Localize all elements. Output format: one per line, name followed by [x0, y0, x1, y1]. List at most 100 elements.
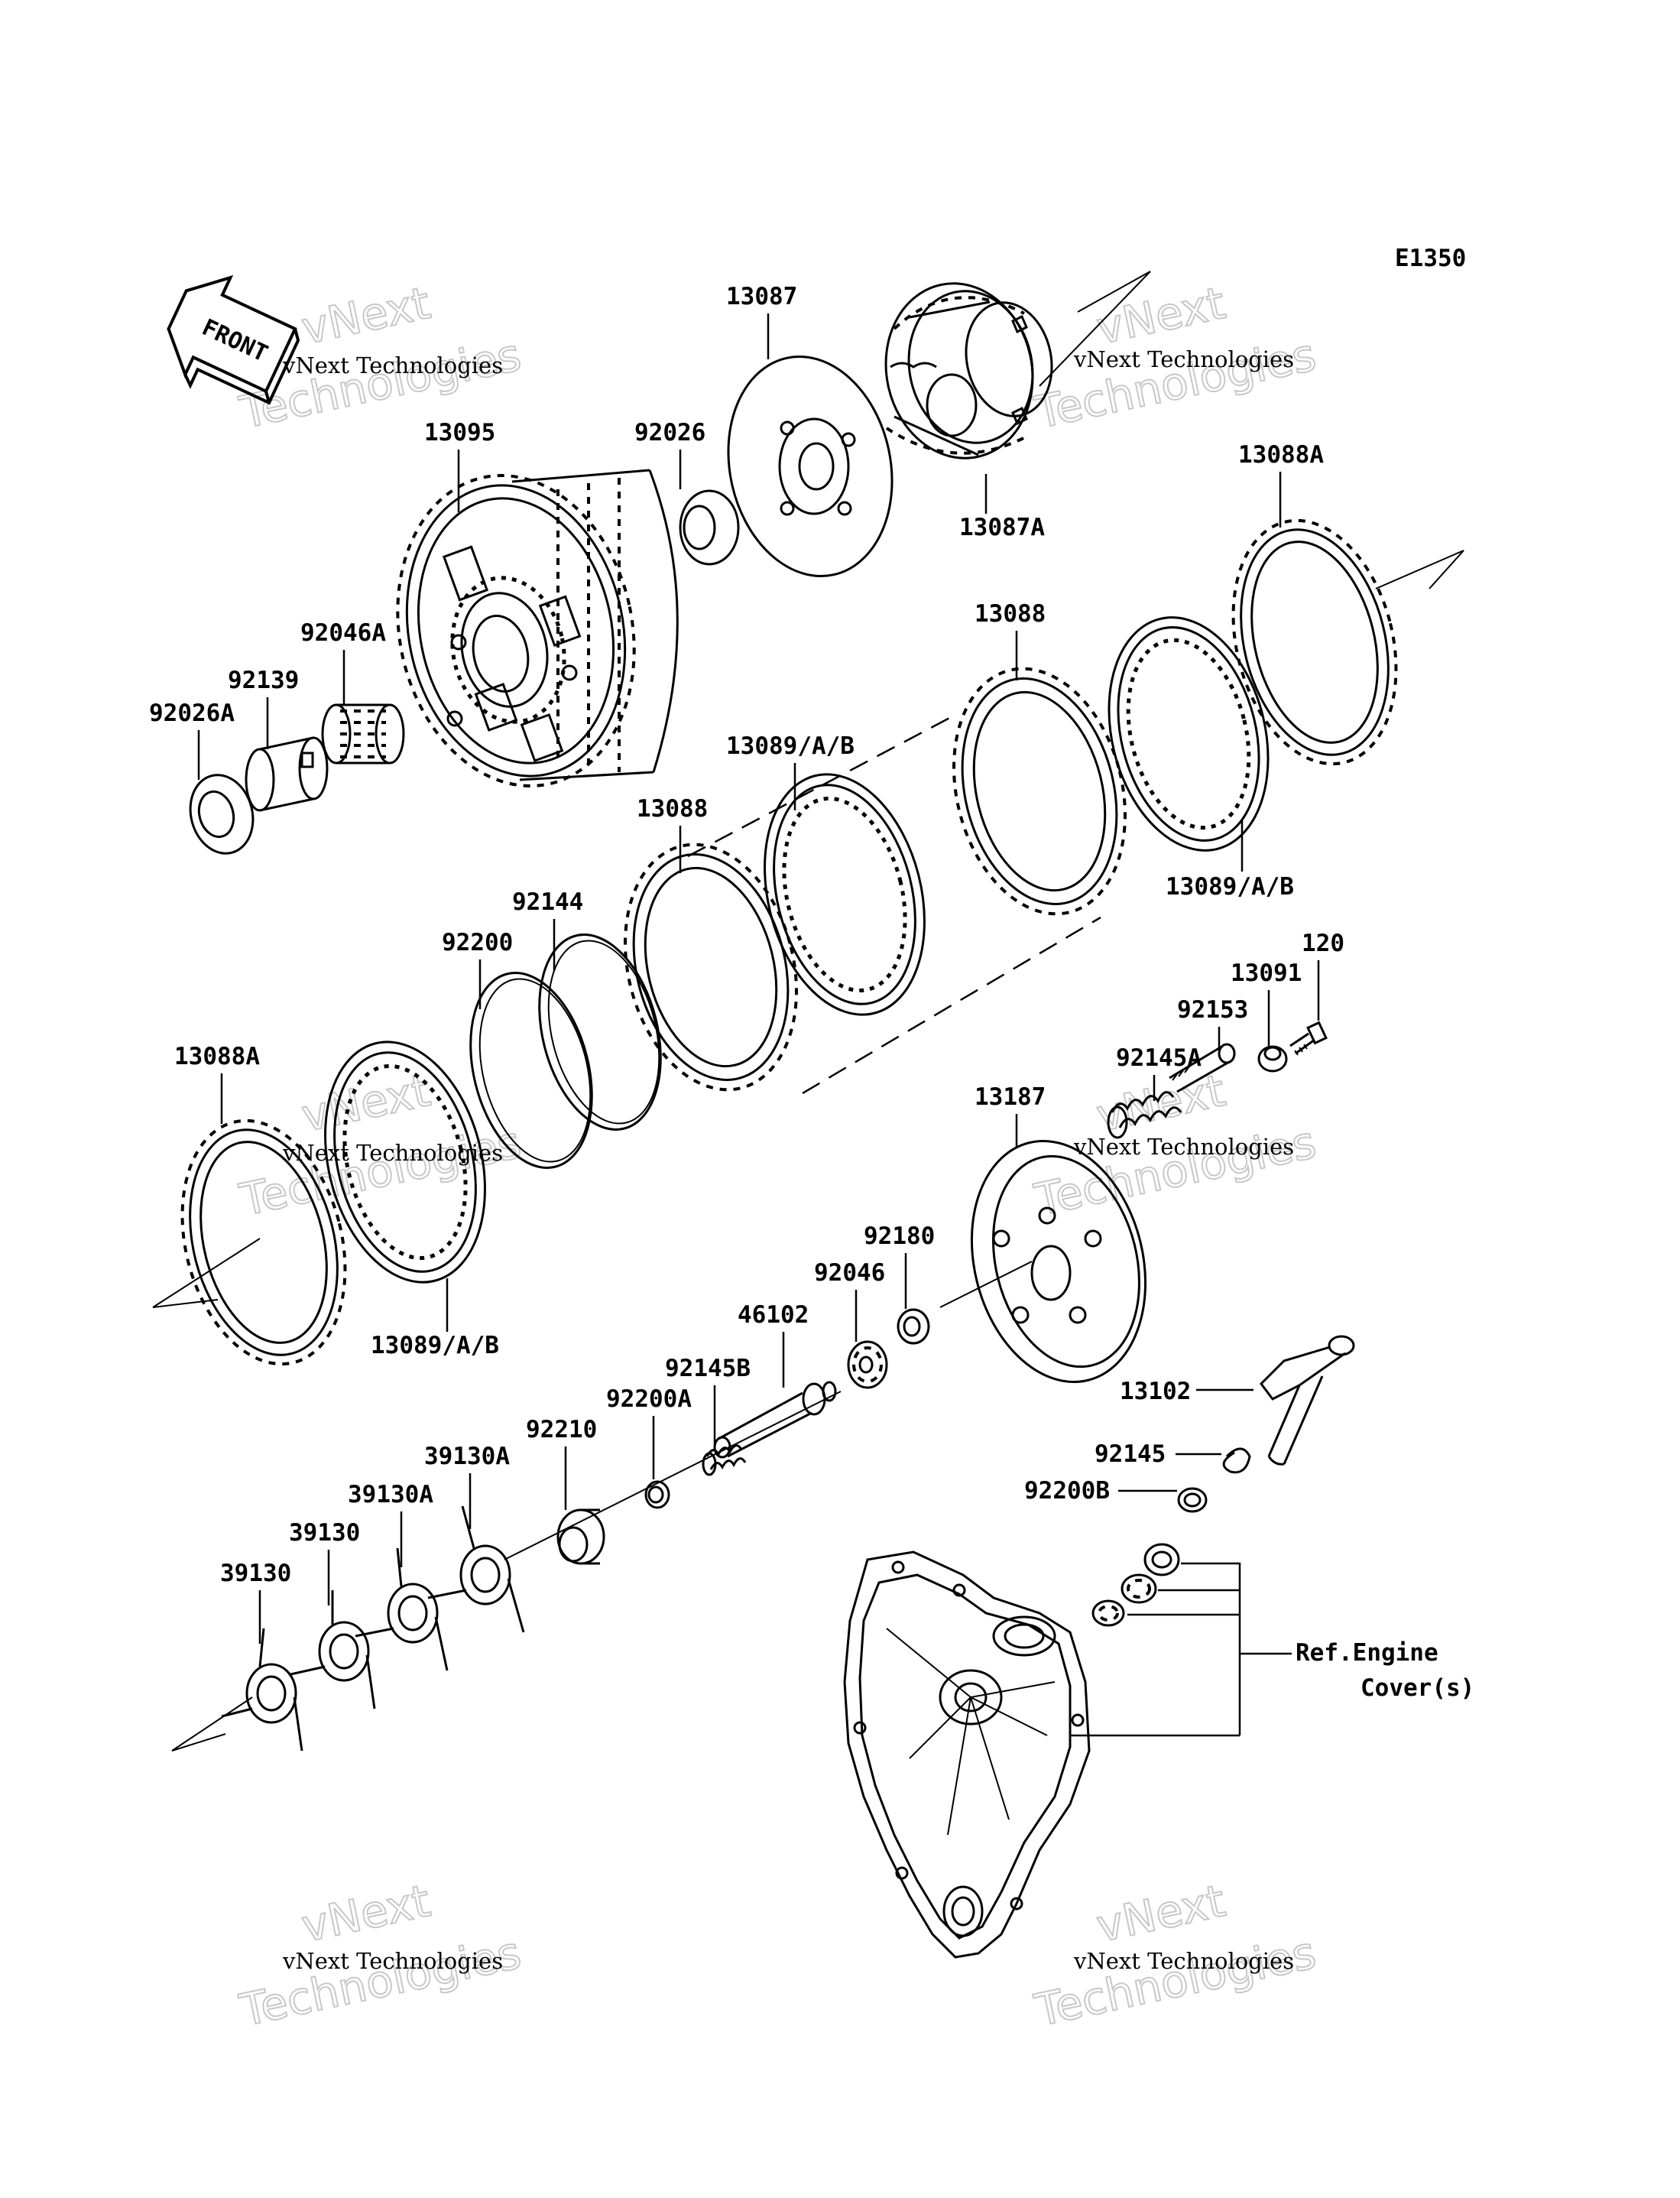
- part-46102-push-rod: [713, 1381, 837, 1459]
- ref-bracket: [1070, 1562, 1292, 1737]
- part-92200-ring: [469, 972, 593, 1169]
- part-92200A-ring: [644, 1480, 670, 1509]
- part-13095-clutch-housing: [396, 469, 679, 787]
- watermark-mid-left: vNext Technologies vNext Technologies: [235, 1063, 527, 1227]
- watermark-caption: vNext Technologies: [1073, 1134, 1294, 1160]
- part-13102-release-lever: [1260, 1335, 1355, 1466]
- label-13089-bottom: 13089/A/B: [371, 1332, 499, 1359]
- axis-arrow-right: [1375, 550, 1464, 589]
- label-92139: 92139: [228, 667, 299, 694]
- label-92200B: 92200B: [1024, 1477, 1110, 1505]
- label-13088A-left: 13088A: [174, 1043, 260, 1070]
- watermark-line1: vNext: [297, 1875, 435, 1953]
- part-39130-lock-washer-2: [221, 1628, 303, 1752]
- label-13102: 13102: [1120, 1378, 1191, 1405]
- part-13087-plate: [727, 355, 894, 578]
- part-92145-return-spring: [1222, 1447, 1251, 1474]
- part-13088A-friction-plate-top: [1231, 518, 1398, 766]
- alignment-line-upper: [687, 713, 956, 858]
- label-13088-middle: 13088: [637, 795, 708, 823]
- part-120-bolt: [1289, 1021, 1328, 1056]
- watermark-caption: vNext Technologies: [282, 352, 503, 378]
- axis-arrow-left: [152, 1238, 261, 1308]
- part-13088-friction-plate-middle: [624, 843, 798, 1092]
- part-39130A-lock-washer-2: [355, 1547, 449, 1671]
- label-13088A-top: 13088A: [1238, 441, 1324, 469]
- watermark-line1: vNext: [297, 277, 435, 355]
- watermark-line1: vNext: [1092, 1064, 1230, 1142]
- part-cover-bearing-1: [1121, 1573, 1157, 1604]
- label-92180: 92180: [864, 1222, 935, 1250]
- part-92200B-washer: [1177, 1487, 1208, 1513]
- label-13095: 13095: [424, 419, 495, 446]
- part-92153-bolt: [1169, 1043, 1236, 1093]
- watermark-caption: vNext Technologies: [282, 1948, 503, 1974]
- label-13089-middle: 13089/A/B: [726, 732, 855, 760]
- watermark-line2: Technologies: [235, 1927, 526, 2037]
- label-120: 120: [1302, 930, 1344, 957]
- part-cover-seal: [1143, 1543, 1180, 1576]
- label-13088-top: 13088: [975, 600, 1046, 628]
- label-13091: 13091: [1231, 959, 1302, 987]
- watermark-line2: Technologies: [235, 1116, 526, 1226]
- label-13087A: 13087A: [959, 514, 1045, 541]
- axis-line-pushrod: [939, 1261, 1033, 1308]
- part-engine-cover: [843, 1550, 1091, 1959]
- watermark-caption: vNext Technologies: [1073, 346, 1294, 372]
- watermark-line2: Technologies: [1030, 1927, 1321, 2037]
- watermark-line1: vNext: [1092, 277, 1230, 355]
- part-92145B-spring: [702, 1444, 747, 1476]
- front-arrow-icon: FRONT: [167, 274, 300, 405]
- watermark-mid-right: vNext Technologies vNext Technologies: [1030, 1063, 1322, 1227]
- label-92026A: 92026A: [149, 700, 235, 727]
- part-13087A-clutch-hub: [884, 282, 1053, 459]
- part-92139-sleeve: [245, 736, 329, 812]
- label-92144: 92144: [512, 888, 583, 916]
- part-13089-steel-plate-right: [1108, 616, 1270, 852]
- axis-line-stack: [504, 1391, 842, 1560]
- label-13087: 13087: [726, 283, 797, 310]
- part-92144-ring: [538, 933, 662, 1131]
- part-92145A-spring: [1107, 1091, 1182, 1139]
- label-92046: 92046: [814, 1259, 885, 1287]
- ref-engine-cover-line2: Cover(s): [1361, 1674, 1474, 1702]
- label-92210: 92210: [526, 1416, 597, 1443]
- part-92046-bearing: [847, 1340, 888, 1389]
- part-92210-nut: [556, 1508, 605, 1565]
- label-46102: 46102: [738, 1301, 809, 1329]
- label-92145: 92145: [1095, 1440, 1166, 1468]
- diagram-code: E1350: [1395, 245, 1466, 272]
- watermark-line2: Technologies: [1030, 1116, 1321, 1226]
- label-92145B: 92145B: [665, 1355, 751, 1382]
- part-13089-steel-plate-bottom: [324, 1041, 486, 1284]
- axis-arrow-top-right: [1039, 271, 1151, 387]
- label-13089-right: 13089/A/B: [1166, 873, 1294, 901]
- part-13088-friction-plate-upper: [952, 667, 1127, 916]
- watermark-caption: vNext Technologies: [1073, 1948, 1294, 1974]
- axis-arrow-bottom-left: [171, 1696, 253, 1752]
- part-cover-bearing-2: [1091, 1599, 1125, 1627]
- watermark-line2: Technologies: [1030, 329, 1321, 439]
- watermark-bottom-left: vNext Technologies vNext Technologies: [235, 1874, 527, 2037]
- watermark-bottom-right: vNext Technologies vNext Technologies: [1030, 1874, 1322, 2037]
- part-39130A-lock-washer-1: [427, 1505, 525, 1633]
- label-92145A: 92145A: [1116, 1044, 1202, 1072]
- part-13091-cap: [1257, 1045, 1288, 1073]
- watermark-line1: vNext: [1092, 1875, 1230, 1953]
- label-39130-2: 39130: [220, 1560, 291, 1587]
- label-39130A-1: 39130A: [424, 1443, 510, 1470]
- label-92153: 92153: [1177, 996, 1248, 1024]
- ref-engine-cover-line1: Ref.Engine: [1296, 1639, 1438, 1667]
- part-13089-steel-plate-middle: [764, 773, 926, 1016]
- label-39130-1: 39130: [289, 1519, 360, 1547]
- label-92046A: 92046A: [300, 619, 386, 647]
- label-13187: 13187: [975, 1083, 1046, 1111]
- watermark-caption: vNext Technologies: [282, 1140, 503, 1166]
- part-92026A-washer: [189, 774, 255, 855]
- part-92026-washer: [679, 489, 740, 566]
- part-92180-washer: [897, 1308, 930, 1345]
- part-13088A-friction-plate-left: [180, 1118, 347, 1366]
- part-39130-lock-washer-1: [290, 1590, 376, 1709]
